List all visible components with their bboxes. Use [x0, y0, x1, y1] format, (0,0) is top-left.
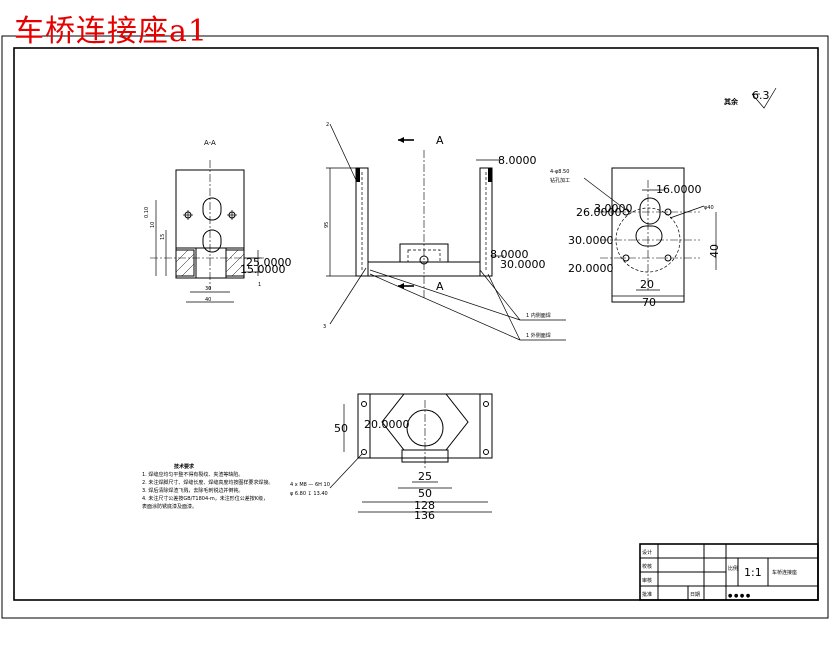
dim-30: 30.0000 — [568, 234, 614, 247]
roughness-value: 6.3 — [752, 89, 770, 102]
dim-left-15: 15 — [160, 234, 166, 240]
inner-border — [13, 47, 819, 601]
outer-border — [1, 35, 829, 619]
callout-2: 2 — [326, 122, 329, 128]
dim-width-40: 40 — [205, 297, 211, 303]
weld-note-inner: 1 内侧面焊 — [526, 312, 551, 319]
side-hole-note-2: 钻孔加工 — [550, 177, 570, 184]
tech-line-5: 表面涂防锈底漆及面漆。 — [142, 503, 197, 510]
tb-part-name: 车桥连接座 — [772, 569, 797, 576]
roughness-prefix: 其余 — [724, 97, 739, 106]
dim-26: 26.0000 — [576, 206, 622, 219]
dim-50-vertical: 50 — [334, 422, 348, 435]
dim-top-right-8: 8.0000 — [490, 248, 529, 261]
callout-3: 3 — [323, 324, 326, 330]
weld-note-outer: 1 外侧面焊 — [526, 332, 551, 339]
top-view: 50 20.0000 25 50 128 136 4 x M8 — 6H 10 … — [290, 393, 493, 522]
dim-mid-30: 30.0000 — [500, 258, 546, 271]
front-view: A A 95 8.0000 8.0000 30.0000 2 3 1 内侧面焊 … — [323, 122, 566, 341]
tb-sheet-marks: ● ● ● ● — [728, 593, 751, 599]
dim-20-bottom: 20 — [640, 278, 654, 291]
dim-wall-8: 8.0000 — [498, 154, 537, 167]
dim-height-95: 95 — [324, 222, 330, 228]
dim-15: 15.0000 — [240, 263, 286, 276]
title-block: 设计 校核 审核 批准 日期 比例 1:1 车桥连接座 ● ● ● ● — [639, 543, 819, 601]
tech-heading: 技术要求 — [174, 463, 195, 470]
dim-20: 20.0000 — [568, 262, 614, 275]
dim-phi40: φ40 — [704, 205, 714, 211]
slot-lower — [202, 229, 222, 253]
surface-roughness-symbol: 其余 6.3 — [724, 87, 777, 109]
section-mark-bottom: A — [436, 280, 444, 293]
dim-70: 70 — [642, 296, 656, 309]
tb-scale-label: 比例 — [728, 565, 738, 572]
side-hole-note-1: 4-φ8.50 — [550, 169, 569, 175]
dim-25: 25.0000 — [246, 256, 292, 269]
tb-scale: 1:1 — [744, 566, 762, 579]
section-mark-top: A — [436, 134, 444, 147]
section-hatch — [175, 249, 245, 277]
tech-line-2: 2. 未注焊脚尺寸、焊缝长度、焊缝高度均按图样要求焊接。 — [142, 479, 273, 486]
slot-upper — [202, 197, 222, 221]
dim-20-top: 20.0000 — [364, 418, 410, 431]
tap-note-2: φ 6.80 ↧ 13.40 — [290, 491, 328, 497]
section-label: A-A — [204, 139, 216, 147]
dim-128: 128 — [414, 499, 435, 512]
dim-50-top: 50 — [418, 487, 432, 500]
dim-136: 136 — [414, 509, 435, 522]
dim-width-30: 30 — [205, 286, 211, 292]
dim-25-top: 25 — [418, 470, 432, 483]
tb-design: 设计 — [642, 549, 652, 556]
dim-40: 40 — [708, 244, 721, 258]
tb-approve: 批准 — [642, 591, 652, 598]
weld-marks — [356, 168, 492, 272]
dim-ref: 1 — [258, 282, 261, 288]
tech-line-4: 4. 未注尺寸公差按GB/T1804-m，未注形位公差按K级， — [142, 495, 268, 502]
dim-left-small: 0.10 — [144, 207, 150, 218]
tb-check: 校核 — [642, 563, 652, 570]
dim-left-10: 10 — [150, 222, 156, 228]
dim-16: 16.0000 — [656, 183, 702, 196]
tech-line-3: 3. 焊后清除焊渣飞溅，去除毛刺锐边并倒钝。 — [142, 487, 243, 494]
side-view: 4-φ8.50 钻孔加工 16.0000 26.0000 3.0000 30.0… — [550, 167, 721, 309]
tb-review: 审核 — [642, 577, 652, 584]
dim-3: 3.0000 — [594, 202, 633, 215]
tech-line-1: 1. 焊缝应均匀平整不得有裂纹、夹渣等缺陷。 — [142, 471, 243, 478]
drawing-title: 车桥连接座a1 — [14, 14, 208, 49]
tb-date: 日期 — [690, 592, 700, 598]
section-view-a-a: A-A 0.10 10 15 30 40 — [144, 139, 292, 303]
tap-note-1: 4 x M8 — 6H 10 — [290, 482, 330, 488]
tech-requirements: 技术要求 1. 焊缝应均匀平整不得有裂纹、夹渣等缺陷。 2. 未注焊脚尺寸、焊缝… — [142, 463, 273, 510]
